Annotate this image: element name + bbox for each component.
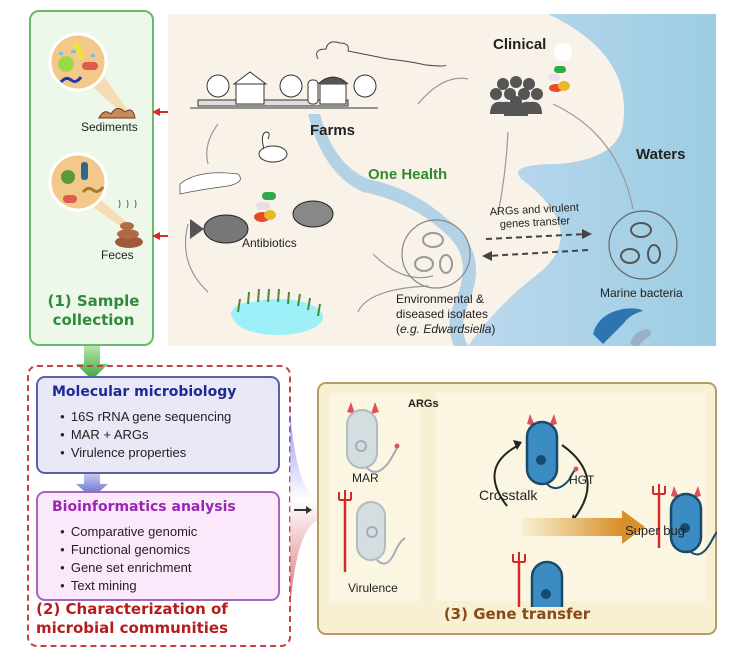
bioinformatics-list: Comparative genomic Functional genomics … [60,523,197,595]
gene-transfer-title: (3) Gene transfer [443,605,591,623]
farms-label: Farms [310,122,356,139]
farm-landscape-icon [190,71,378,109]
superbug-label: Super bug [625,523,685,538]
list-item: 16S rRNA gene sequencing [60,408,231,426]
feces-microbes-icon [48,152,129,228]
sediments-label: Sediments [81,120,138,134]
one-health-label: One Health [368,166,448,183]
sample-collection-panel: Sediments Feces (1) Sample collection [29,10,154,346]
fish-icon [190,214,249,244]
superbug-icon [652,484,717,556]
hgt-label: HGT [569,473,595,487]
one-health-scene: Farms Clinical One Health Waters Antibio… [168,14,716,346]
mar-label: MAR [352,471,379,485]
eg-text: e.g. [400,322,421,336]
trident-icon [338,490,352,501]
marine-bacteria-icon [608,210,678,280]
sediment-microbes-icon [48,32,129,114]
list-item: Comparative genomic [60,523,197,541]
shrimp-icon [179,172,241,195]
marine-bacteria-label: Marine bacteria [600,286,683,300]
gene-transfer-right-area [436,393,706,601]
sample-illustrations [48,32,143,248]
connector-lines [184,77,634,313]
environmental-isolates-label: Environmental & diseased isolates (e.g. … [396,292,495,337]
virulence-label: Virulence [348,581,398,595]
cycle-arrowhead-icon [513,440,522,450]
mar-bacterium-icon [346,402,400,473]
goose-icon [258,131,288,163]
molecular-list: 16S rRNA gene sequencing MAR + ARGs Viru… [60,408,231,462]
waters-label: Waters [636,146,686,163]
clinical-people-icon [490,76,543,116]
sample-collection-title: (1) Sample collection [47,292,140,329]
list-item: Functional genomics [60,541,197,559]
pond-icon [231,288,323,335]
bioinformatics-analysis-title: Bioinformatics analysis [52,499,236,515]
feces-icon [115,199,143,248]
list-item: Text mining [60,577,197,595]
green-down-arrow-icon [76,346,108,380]
virulent-bacterium-icon [512,552,564,607]
list-item: MAR + ARGs [60,426,231,444]
paren-close: ) [491,322,496,336]
virulence-bacterium-icon [338,490,406,572]
gene-transfer-illustration [338,402,717,607]
paren-open: ( [396,322,400,336]
hgt-arrow-icon [522,510,645,544]
frog-icon [292,200,334,228]
clinical-label: Clinical [493,36,547,53]
crosstalk-cycle-arrows [493,444,589,521]
cloud-icon [316,41,447,67]
env-label-line1: Environmental & [396,292,485,306]
funnel-connector [290,410,318,610]
genus-text: Edwardsiella [423,322,492,336]
river [308,114,476,346]
bioinformatics-analysis-box: Bioinformatics analysis Comparative geno… [36,491,280,601]
env-label-line3: (e.g. Edwardsiella) [396,322,495,337]
antibiotics-label: Antibiotics [242,236,297,250]
list-item: Gene set enrichment [60,559,197,577]
sediment-pile-icon [98,108,136,119]
molecular-microbiology-box: Molecular microbiology 16S rRNA gene seq… [36,376,280,474]
args-bacterium-icon [525,414,579,490]
list-item: Virulence properties [60,444,231,462]
transfer-label: ARGs and virulent genes transfer [489,202,580,233]
gene-transfer-arrows [485,233,589,257]
scene-background [179,14,716,346]
sun-icon [554,43,572,61]
arrow-right-icon [582,229,592,239]
dolphin-icon [593,308,651,346]
molecular-microbiology-title: Molecular microbiology [52,384,237,400]
antibiotics-pills-icon [254,192,276,222]
args-label: ARGs [408,398,439,410]
clinical-pills-icon [548,66,570,92]
blue-down-arrow-icon [76,474,108,498]
feces-label: Feces [101,248,134,262]
characterization-title: (2) Characterization of microbial commun… [35,600,229,637]
env-label-line2: diseased isolates [396,307,489,321]
crosstalk-label: Crosstalk [479,487,538,503]
environmental-isolates-icon [401,219,471,289]
arrow-left-icon [482,251,492,261]
